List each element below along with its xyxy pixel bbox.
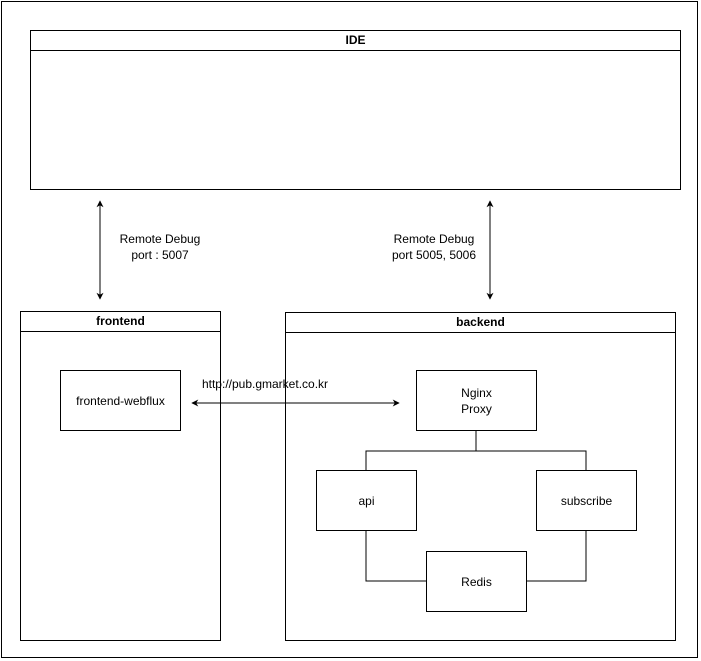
nginx-to-subscribe-line — [476, 450, 587, 470]
subscribe-node: subscribe — [536, 470, 637, 531]
remote-debug-backend-label: Remote Debug port 5005, 5006 — [386, 231, 482, 263]
remote-debug-frontend-label: Remote Debug port : 5007 — [112, 231, 208, 263]
frontend-container: frontend — [20, 311, 221, 641]
api-node: api — [316, 470, 417, 531]
api-to-redis-line — [365, 530, 427, 582]
ide-container: IDE — [30, 30, 681, 190]
frontend-title: frontend — [21, 312, 220, 332]
nginx-proxy-node: Nginx Proxy — [416, 370, 537, 431]
redis-node: Redis — [426, 551, 527, 612]
subscribe-to-redis-line — [526, 530, 587, 582]
nginx-to-api-line — [365, 430, 477, 470]
frontend-backend-url-label: http://pub.gmarket.co.kr — [201, 377, 329, 391]
backend-title: backend — [286, 313, 675, 333]
frontend-webflux-node: frontend-webflux — [60, 370, 181, 431]
ide-title: IDE — [31, 31, 680, 51]
